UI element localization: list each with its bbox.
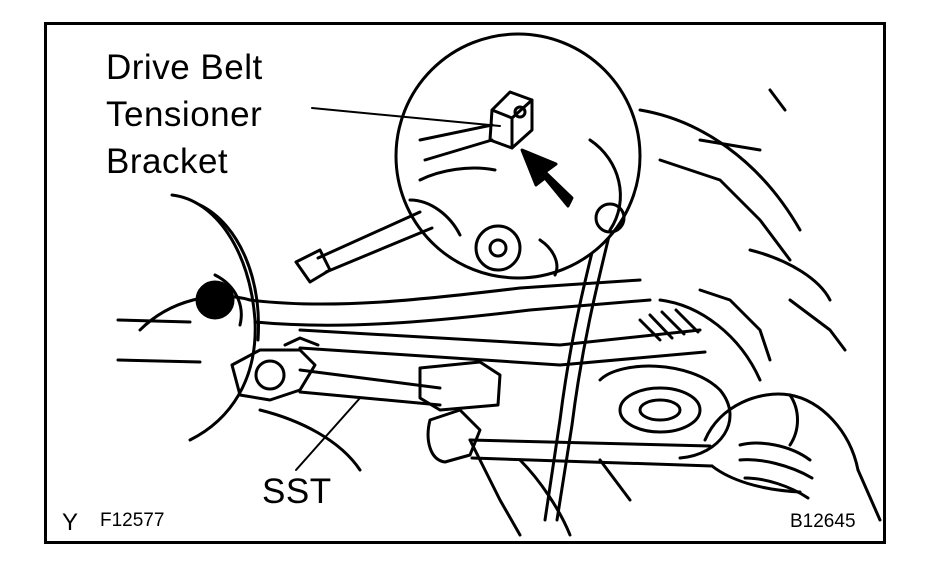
tensioner-leader-line: [311, 107, 501, 127]
label-tensioner: Tensioner: [106, 95, 263, 134]
crank-pulley: [116, 193, 260, 442]
hand: [703, 392, 882, 522]
label-drive-belt: Drive Belt: [106, 48, 263, 87]
figure-code: F12577: [100, 510, 165, 531]
engine-block-upper-right: [638, 88, 847, 352]
label-sst: SST: [262, 472, 332, 511]
zoom-leader-lines: [294, 210, 434, 284]
corner-mark-y: Y: [62, 509, 79, 536]
sst-tool: [230, 336, 714, 468]
magnified-inset: [394, 32, 642, 280]
alternator-pulley: [598, 288, 772, 460]
sst-leader-line: [295, 397, 361, 471]
drive-belt: [248, 278, 707, 367]
label-bracket: Bracket: [106, 142, 229, 181]
image-code: B12645: [790, 511, 856, 532]
